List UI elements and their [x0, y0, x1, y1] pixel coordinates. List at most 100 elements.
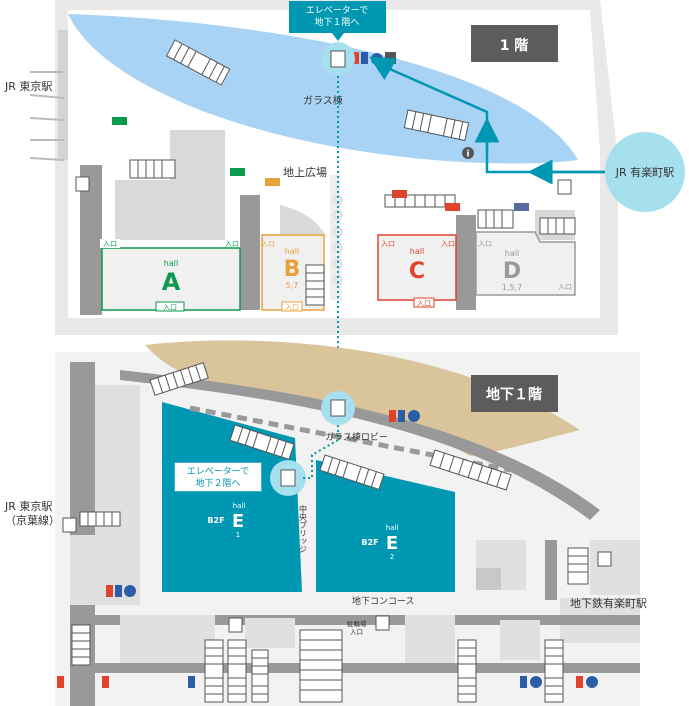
- central-bridge-label: 中央ブリッジ: [299, 504, 308, 553]
- route-line-b1: [300, 425, 339, 479]
- stairs-icon: [567, 547, 589, 585]
- jr-tokyo-keiyo-label: JR 東京駅: [4, 499, 52, 513]
- male-toilet-icon: [188, 676, 195, 688]
- sign-icon: [445, 203, 460, 211]
- escalator-icon: [319, 454, 385, 491]
- hall-b-sub: 5,7: [286, 281, 299, 290]
- hall-e1-letter: E: [232, 511, 244, 532]
- male-toilet-icon: [520, 676, 527, 688]
- hall-e1-caption: hall: [233, 502, 246, 510]
- bike-parking-entrance-line2: 入口: [350, 628, 363, 636]
- elevator-callout-b1-line1: エレベーターで: [187, 466, 249, 477]
- hall-a-entrance-bottom[interactable]: 入口: [163, 304, 177, 312]
- hall-c-entrance-right[interactable]: 入口: [441, 240, 455, 248]
- elevator-icon[interactable]: [330, 50, 346, 68]
- escalator-icon: [165, 39, 231, 86]
- hall-e2[interactable]: [316, 460, 455, 592]
- elevator-callout-b1-line2: 地下２階へ: [195, 477, 240, 489]
- locker-icon: [385, 52, 396, 64]
- stairs-icon: [71, 624, 91, 666]
- route-line: [369, 56, 605, 174]
- jr-tokyo-label: JR 東京駅: [4, 79, 52, 93]
- bike-parking-entrance-line1: 駐輪場: [347, 619, 367, 628]
- floor-b1-area: hall B2F E 1 hall B2F E 2: [4, 340, 647, 706]
- jr-yurakucho-circle[interactable]: [605, 132, 685, 212]
- toilet-icons-b1: [57, 410, 598, 688]
- stairs-icon: [539, 217, 576, 235]
- male-toilet-icon: [398, 410, 405, 422]
- floor-badge-b1: [471, 375, 558, 412]
- hall-d-sub: 1,5,7: [502, 283, 522, 292]
- escalator-icon: [204, 639, 224, 703]
- hall-b-entrance-bottom[interactable]: 入口: [285, 304, 299, 312]
- hall-b-letter: B: [284, 257, 301, 282]
- elevator-icon: [75, 176, 90, 192]
- subway-yurakucho-label: 地下鉄有楽町駅: [570, 596, 647, 610]
- hall-a-entrance-left[interactable]: 入口: [103, 240, 117, 248]
- stairs-icon: [299, 629, 343, 703]
- sign-icon: [112, 117, 127, 125]
- hall-a-entrance-right[interactable]: 入口: [225, 240, 239, 248]
- elevator-callout-1f-line2: 地下１階へ: [314, 16, 359, 28]
- sign-icon: [265, 178, 280, 186]
- escalator-icon: [544, 639, 564, 703]
- hall-c-caption: hall: [410, 247, 424, 256]
- hall-a-letter: A: [162, 268, 181, 296]
- floor-badge-b1-label: 地下１階: [486, 386, 542, 403]
- sign-icon: [514, 203, 529, 211]
- male-toilet-icon: [361, 52, 368, 64]
- hall-e2-caption: hall: [386, 524, 399, 532]
- block: [115, 180, 170, 240]
- elevator-icon: [228, 617, 243, 633]
- elevator-icon: [375, 615, 390, 631]
- male-toilet-icon: [115, 585, 122, 597]
- hall-a[interactable]: [101, 247, 241, 311]
- dashed-wall: [189, 405, 511, 473]
- elevator-callout-b1: [173, 461, 263, 493]
- female-toilet-icon: [352, 52, 359, 64]
- wall-block: [80, 165, 102, 315]
- hall-b-caption: hall: [285, 247, 299, 256]
- info-icon[interactable]: [462, 147, 474, 159]
- stairs-icon: [79, 511, 121, 527]
- floor-1-area: hall A 入口 入口 入口 hall B 5,7 入口 入口 hall C …: [4, 0, 685, 335]
- hall-d-entrance-left[interactable]: 入口: [478, 240, 492, 248]
- hall-c-entrance-bottom[interactable]: 入口: [417, 300, 431, 308]
- hall-b-entrance-top[interactable]: 入口: [261, 240, 275, 248]
- wheelchair-icon: [586, 676, 598, 688]
- ground-plaza-label: 地上広場: [283, 166, 327, 179]
- west-wall: [58, 30, 68, 160]
- sign-icon: [392, 190, 407, 198]
- wheelchair-icon: [124, 585, 136, 597]
- hall-a-caption: hall: [164, 259, 178, 268]
- escalator-icon: [149, 362, 209, 396]
- elevator-icon[interactable]: [280, 469, 296, 487]
- female-toilet-icon: [576, 676, 583, 688]
- wheelchair-icon: [530, 676, 542, 688]
- elevator-callout-1f-line1: エレベーターで: [306, 5, 368, 16]
- floor-badge-1f-label: 1 階: [500, 37, 529, 54]
- hall-d[interactable]: [475, 231, 576, 296]
- jr-yurakucho-label: JR 有楽町駅: [615, 165, 674, 179]
- hall-d-entrance-right[interactable]: 入口: [558, 283, 572, 291]
- hall-c[interactable]: [377, 234, 457, 301]
- wall-block: [456, 215, 476, 310]
- elevator-icon: [62, 517, 77, 533]
- female-toilet-icon: [57, 676, 64, 688]
- elevator-icon: [557, 179, 572, 195]
- escalator-icon: [429, 449, 512, 491]
- glass-lobby-label: ガラス棟ロビー: [325, 431, 388, 443]
- elevator-icon[interactable]: [330, 399, 346, 417]
- hall-c-letter: C: [409, 259, 425, 284]
- svg-text:i: i: [466, 150, 469, 160]
- hall-d-caption: hall: [505, 249, 519, 258]
- hall-c-entrance-left[interactable]: 入口: [381, 240, 395, 248]
- keiyo-line-label: （京葉線）: [5, 513, 60, 527]
- elevator-icon: [597, 551, 612, 567]
- underground-concourse-label: 地下コンコース: [352, 595, 415, 607]
- wheelchair-icon: [408, 410, 420, 422]
- elevator-callout-1f: [289, 1, 386, 33]
- hall-e2-letter: E: [386, 533, 398, 554]
